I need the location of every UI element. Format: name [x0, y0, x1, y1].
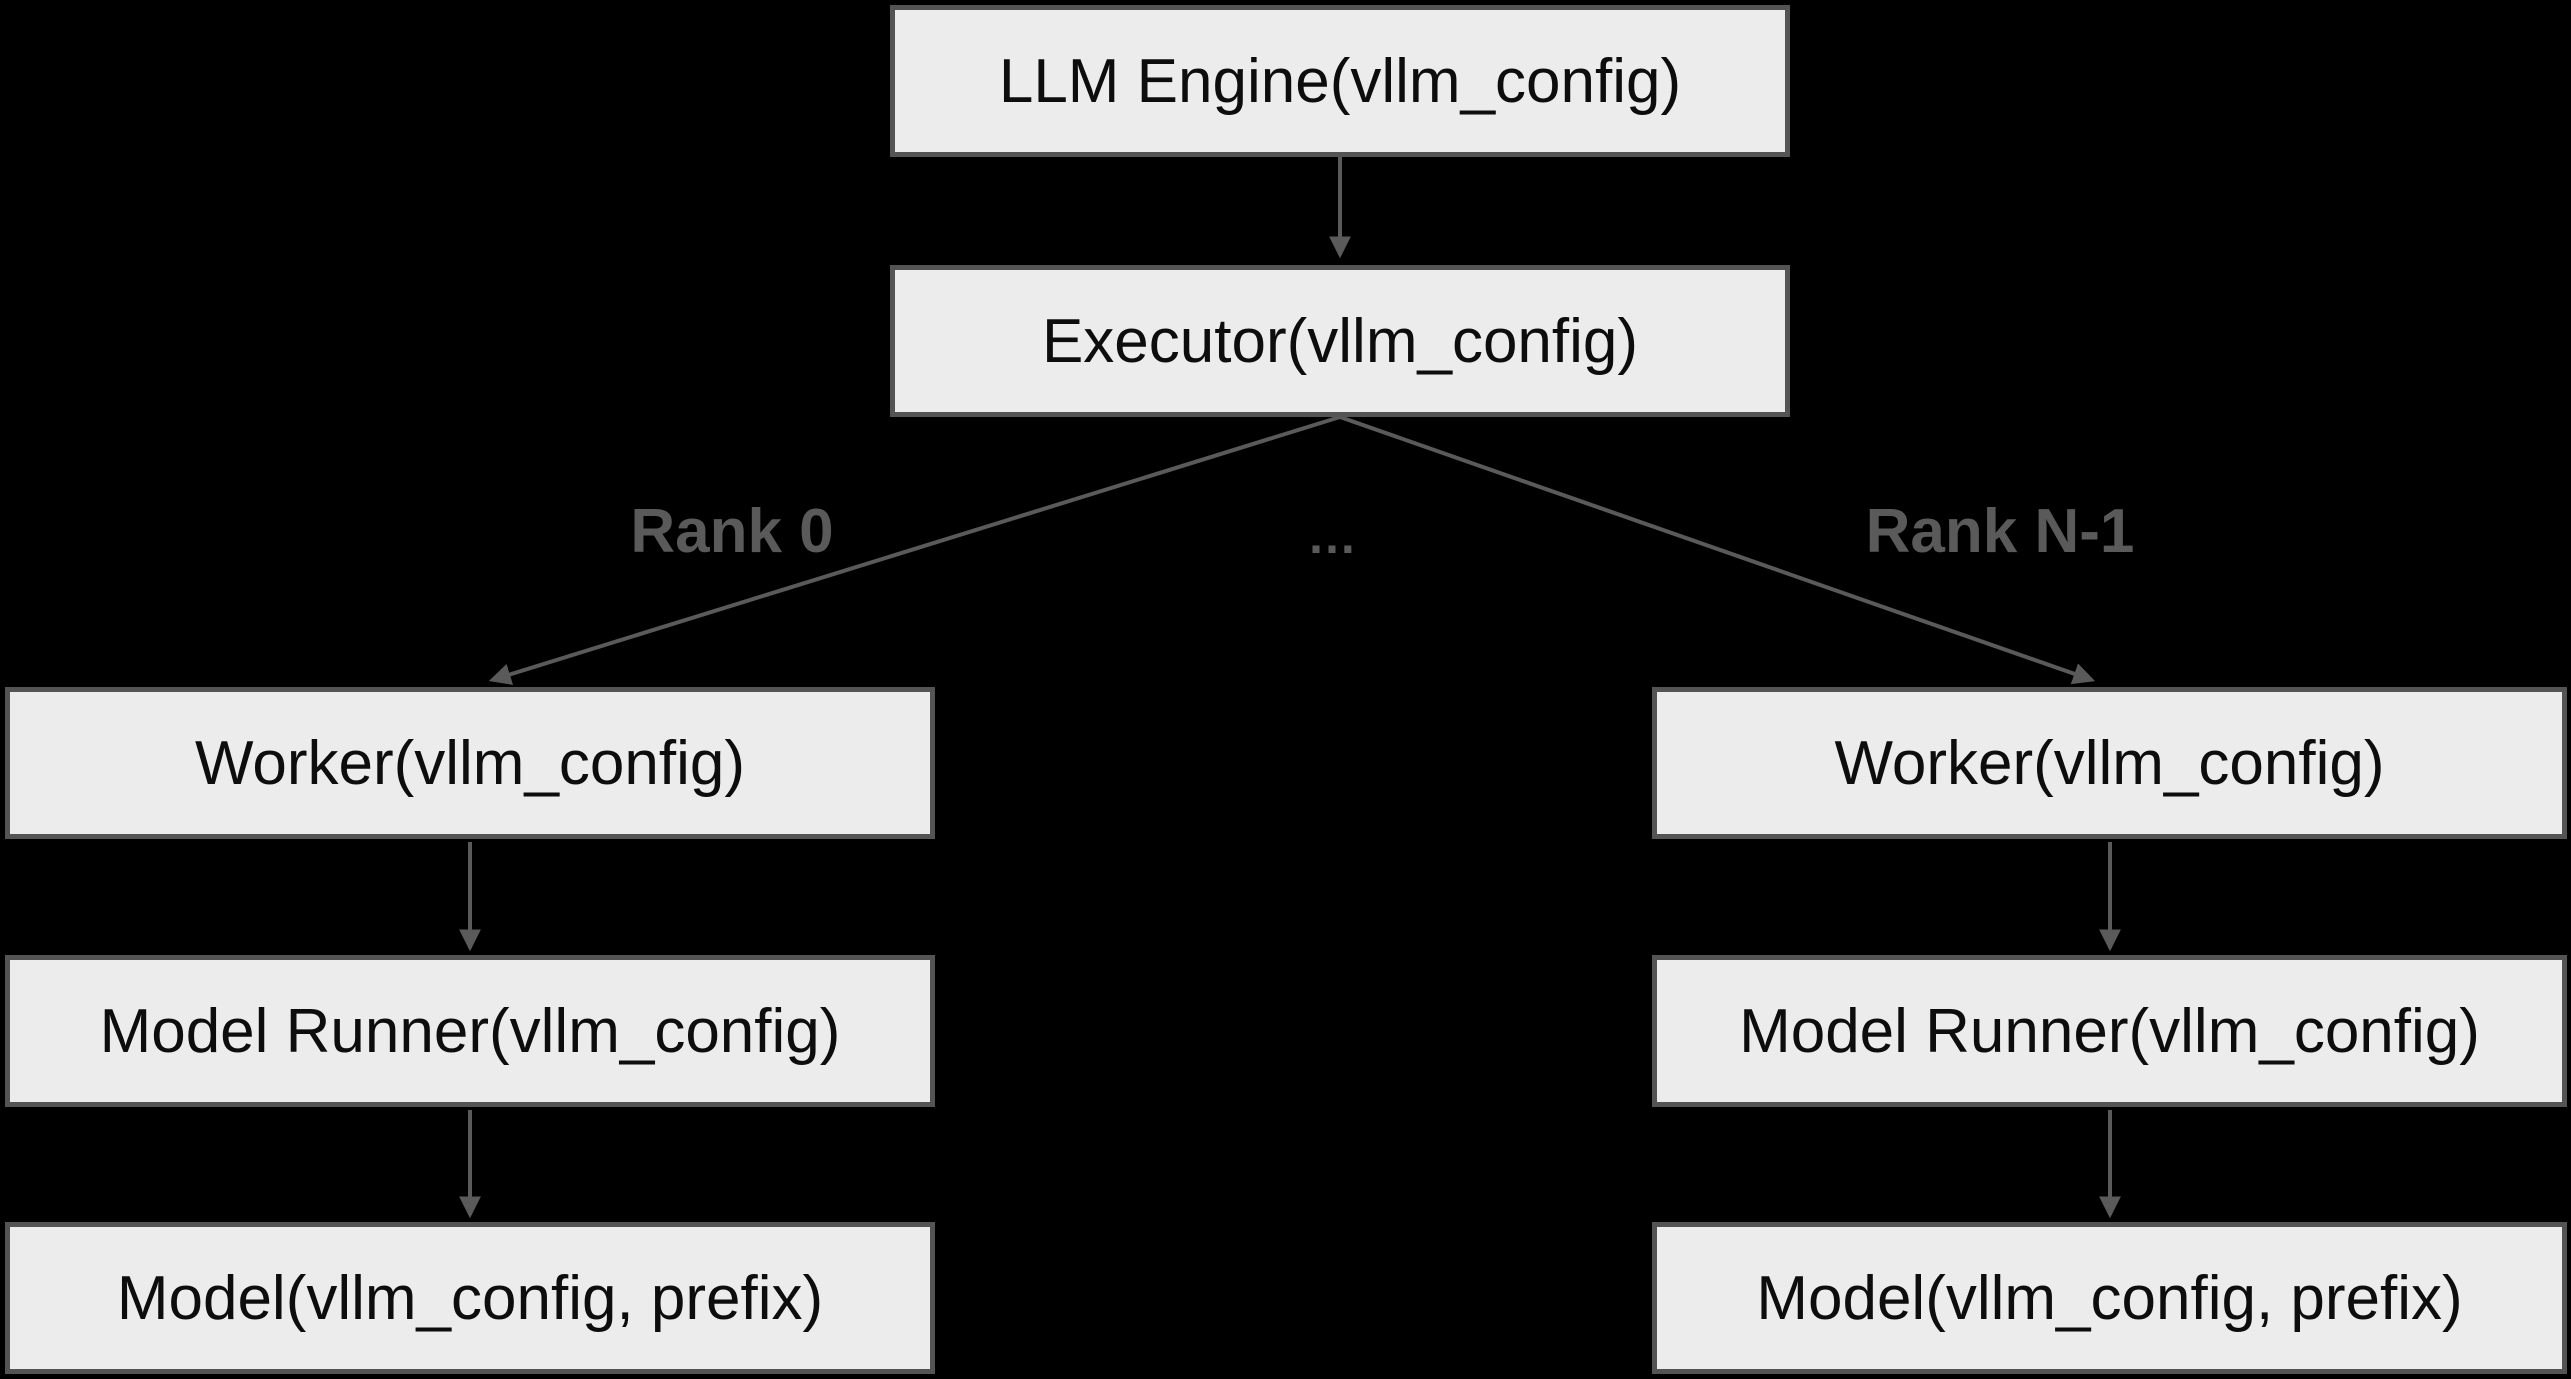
- node-model-runner-rank-n-1: Model Runner(vllm_config): [1652, 955, 2567, 1107]
- edge-label-rank-0: Rank 0: [630, 497, 834, 566]
- node-model-rank-n-1: Model(vllm_config, prefix): [1652, 1222, 2567, 1374]
- edge-label-rank-n-1: Rank N-1: [1865, 497, 2135, 566]
- edge-label-ellipsis: …: [1307, 508, 1357, 564]
- node-model-rank0: Model(vllm_config, prefix): [5, 1222, 935, 1374]
- node-model-runner-rank0: Model Runner(vllm_config): [5, 955, 935, 1107]
- node-worker-rank-n-1: Worker(vllm_config): [1652, 687, 2567, 839]
- node-executor: Executor(vllm_config): [890, 265, 1790, 417]
- edge-executor-worker-rank0: [488, 415, 1341, 685]
- node-worker-rank0: Worker(vllm_config): [5, 687, 935, 839]
- edge-executor-worker-rankn: [1339, 415, 2096, 685]
- node-llm-engine: LLM Engine(vllm_config): [890, 5, 1790, 157]
